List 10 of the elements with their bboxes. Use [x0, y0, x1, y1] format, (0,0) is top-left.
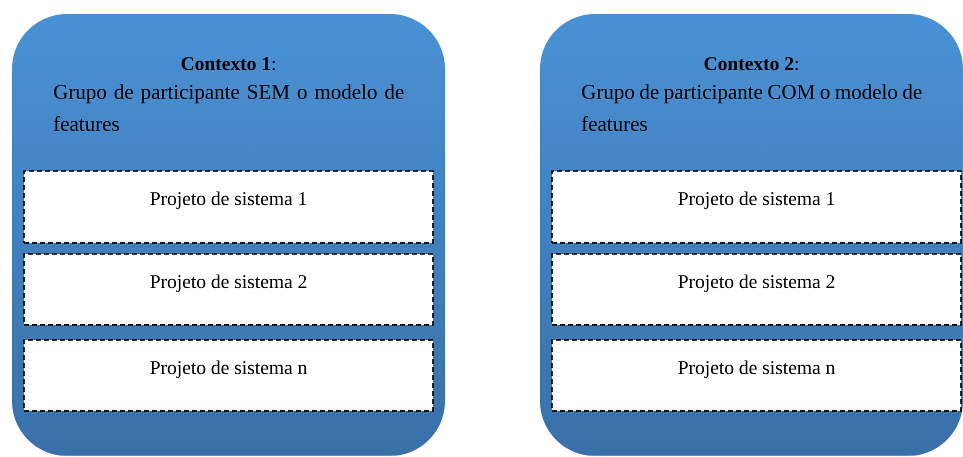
panel-description: Grupo de participante SEM o modelo de features [54, 84, 404, 131]
project-box: Projeto de sistema 2 [23, 253, 434, 326]
project-box: Projeto de sistema 1 [551, 170, 962, 244]
project-box: Projeto de sistema n [23, 339, 434, 412]
project-box: Projeto de sistema 1 [23, 170, 434, 244]
project-box: Projeto de sistema n [551, 339, 962, 412]
panel-description: Grupo de participante COM o modelo de features [582, 84, 922, 131]
panel-heading: Contexto 1: [182, 57, 275, 70]
panel-heading: Contexto 2: [704, 57, 798, 70]
project-box: Projeto de sistema 2 [551, 253, 962, 326]
